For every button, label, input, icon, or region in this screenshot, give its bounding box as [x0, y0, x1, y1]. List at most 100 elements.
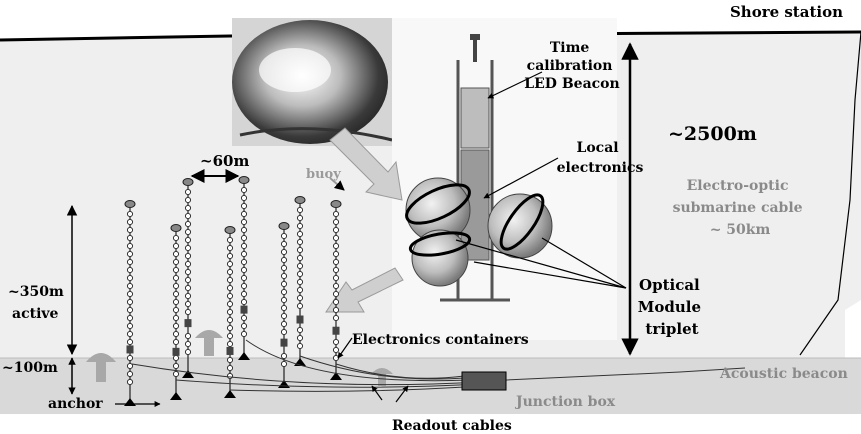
optical-module-icon — [240, 210, 248, 218]
optical-module-icon — [126, 258, 134, 266]
optical-module-icon — [126, 226, 134, 234]
optical-module-icon — [332, 306, 340, 314]
seabed-slope — [799, 31, 861, 356]
optical-module-icon — [332, 290, 340, 298]
optical-module-icon — [332, 266, 340, 274]
optical-module-icon — [226, 356, 234, 364]
optical-module-icon — [126, 298, 134, 306]
bottom-height-label: ~100m — [2, 360, 58, 376]
optical-module-icon — [280, 248, 288, 256]
optical-module-icon — [226, 332, 234, 340]
anchor-label: anchor — [48, 396, 103, 412]
optical-module-icon — [296, 334, 304, 342]
optical-module-icon — [126, 242, 134, 250]
optical-module-icon — [126, 362, 134, 370]
readout-cable-arrow-2 — [395, 385, 409, 403]
optical-module-icon — [184, 236, 192, 244]
optical-module-icon — [280, 312, 288, 320]
electronics-container-icon — [240, 305, 248, 314]
optical-module-icon — [126, 290, 134, 298]
buoy-icon — [330, 200, 342, 208]
optical-module-icon — [184, 204, 192, 212]
cable-label: Electro-optic submarine cable ~ 50km — [673, 178, 808, 238]
optical-module-icon — [240, 186, 248, 194]
optical-module-icon — [296, 238, 304, 246]
optical-module-icon — [296, 326, 304, 334]
optical-module-icon — [332, 298, 340, 306]
buoy-icon — [124, 200, 136, 208]
optical-module-icon — [280, 360, 288, 368]
optical-module-icon — [172, 314, 180, 322]
optical-module-icon — [172, 266, 180, 274]
optical-module-icon — [332, 210, 340, 218]
time-calibration-label: Time calibration LED Beacon — [524, 40, 619, 92]
optical-module-icon — [126, 250, 134, 258]
optical-module-icon — [184, 292, 192, 300]
led-beacon-callout — [487, 71, 543, 99]
optical-module-icon — [240, 234, 248, 242]
optical-module-icon — [280, 296, 288, 304]
optical-module-icon — [240, 194, 248, 202]
optical-module-icon — [126, 314, 134, 322]
optical-module-icon — [332, 274, 340, 282]
optical-module-label: Optical Module triplet — [638, 276, 706, 338]
anchor-icon — [182, 370, 194, 378]
optical-module-icon — [172, 258, 180, 266]
optical-module-icon — [126, 322, 134, 330]
electronics-container-icon — [126, 345, 134, 354]
optical-module-icon — [184, 340, 192, 348]
optical-module-icon — [184, 196, 192, 204]
optical-module-icon — [332, 314, 340, 322]
optical-module-icon — [226, 340, 234, 348]
optical-module-icon — [240, 242, 248, 250]
active-height-label: ~350m active — [8, 284, 69, 322]
optical-module-icon — [226, 260, 234, 268]
optical-module-icon — [226, 324, 234, 332]
optical-module-icon — [172, 362, 180, 370]
spacing-label: ~60m — [200, 152, 249, 170]
electronics-container-icon — [296, 315, 304, 324]
optical-module-icon — [172, 234, 180, 242]
optical-module-icon — [126, 306, 134, 314]
optical-module-icon — [226, 276, 234, 284]
junction-box-label: Junction box — [514, 394, 616, 410]
optical-module-icon — [172, 242, 180, 250]
optical-module-icon — [280, 280, 288, 288]
optical-module-icon — [280, 288, 288, 296]
optical-module-icon — [184, 300, 192, 308]
optical-module-icon — [126, 338, 134, 346]
optical-module-icon — [172, 282, 180, 290]
optical-module-icon — [332, 338, 340, 346]
optical-module-icon — [126, 370, 134, 378]
photo-to-module-arrow — [329, 127, 403, 201]
buoy-icon — [170, 224, 182, 232]
buoy-icon — [294, 196, 306, 204]
optical-module-icon — [126, 266, 134, 274]
optical-module-icon — [240, 298, 248, 306]
optical-module-icon — [240, 250, 248, 258]
optical-module-icon — [296, 342, 304, 350]
acoustic-beacon-icon — [86, 330, 393, 386]
optical-module-icon — [126, 282, 134, 290]
optical-module-callout-3 — [541, 237, 627, 289]
optical-module-icon — [172, 250, 180, 258]
depth-label: ~2500m — [668, 123, 757, 145]
optical-module-icon — [296, 206, 304, 214]
optical-module-icon — [296, 294, 304, 302]
optical-module-icon — [296, 270, 304, 278]
optical-module-icon — [184, 348, 192, 356]
optical-module-icon — [184, 332, 192, 340]
buoy-label: buoy — [306, 167, 341, 182]
optical-module-icon — [240, 218, 248, 226]
optical-module-icon — [226, 364, 234, 372]
optical-module-icon — [240, 290, 248, 298]
module-to-string-arrow — [325, 267, 404, 313]
optical-module-icon — [172, 322, 180, 330]
electronics-container-icon — [184, 319, 192, 328]
optical-module-icon — [126, 234, 134, 242]
buoy-icon — [182, 178, 194, 186]
local-electronics-label: Local electronics — [557, 140, 644, 176]
optical-module-icon — [240, 274, 248, 282]
optical-module-icon — [280, 240, 288, 248]
